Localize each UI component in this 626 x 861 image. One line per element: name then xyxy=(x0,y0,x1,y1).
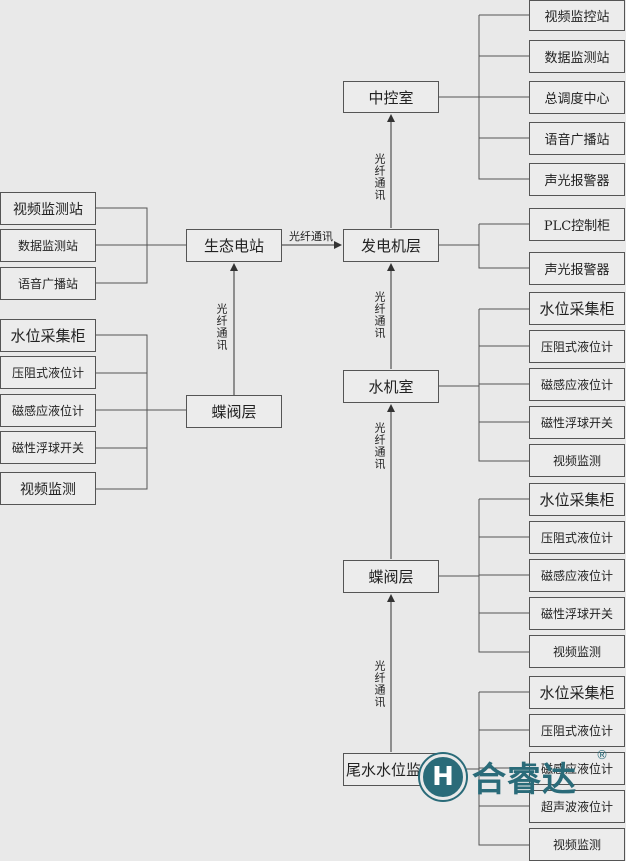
tailwater-item-video: 视频监测 xyxy=(529,828,625,861)
left-valve-item-water-cabinet: 水位采集柜 xyxy=(0,319,96,352)
logo-mark-icon: H xyxy=(420,753,466,800)
left-eco-item-broadcast: 语音广播站 xyxy=(0,267,96,300)
hub-left-butterfly-valve: 蝶阀层 xyxy=(186,395,282,428)
tailwater-item-ultrasonic: 超声波液位计 xyxy=(529,790,625,823)
left-valve-item-piezo: 压阻式液位计 xyxy=(0,356,96,389)
control-item-broadcast: 语音广播站 xyxy=(529,122,625,155)
tailwater-item-piezo: 压阻式液位计 xyxy=(529,714,625,747)
link-label-valve-to-eco: 光纤通讯 xyxy=(215,303,228,351)
turbine-item-piezo: 压阻式液位计 xyxy=(529,330,625,363)
valve-item-video: 视频监测 xyxy=(529,635,625,668)
left-eco-item-data: 数据监测站 xyxy=(0,229,96,262)
link-label-generator-to-control: 光纤通讯 xyxy=(373,153,386,201)
turbine-item-magnetic: 磁感应液位计 xyxy=(529,368,625,401)
control-item-data: 数据监测站 xyxy=(529,40,625,73)
valve-item-float: 磁性浮球开关 xyxy=(529,597,625,630)
left-valve-item-float: 磁性浮球开关 xyxy=(0,431,96,464)
turbine-item-water-cabinet: 水位采集柜 xyxy=(529,292,625,325)
link-label-turbine-to-generator: 光纤通讯 xyxy=(373,291,386,339)
hub-generator-floor: 发电机层 xyxy=(343,229,439,262)
hub-control-room: 中控室 xyxy=(343,81,439,113)
left-valve-item-magnetic: 磁感应液位计 xyxy=(0,394,96,427)
generator-item-alarm: 声光报警器 xyxy=(529,252,625,285)
turbine-item-video: 视频监测 xyxy=(529,444,625,477)
left-eco-item-video: 视频监测站 xyxy=(0,192,96,225)
turbine-item-float: 磁性浮球开关 xyxy=(529,406,625,439)
link-label-tailwater-to-valve: 光纤通讯 xyxy=(373,660,386,708)
registered-mark: ® xyxy=(596,748,608,762)
tailwater-item-water-cabinet: 水位采集柜 xyxy=(529,676,625,709)
valve-item-magnetic: 磁感应液位计 xyxy=(529,559,625,592)
control-item-video: 视频监控站 xyxy=(529,0,625,31)
valve-item-water-cabinet: 水位采集柜 xyxy=(529,483,625,516)
company-logo: H 合睿达 ® xyxy=(420,748,608,801)
hub-right-butterfly-valve: 蝶阀层 xyxy=(343,560,439,593)
hub-turbine-room: 水机室 xyxy=(343,370,439,403)
hub-eco-station: 生态电站 xyxy=(186,229,282,262)
valve-item-piezo: 压阻式液位计 xyxy=(529,521,625,554)
control-item-alarm: 声光报警器 xyxy=(529,163,625,196)
generator-item-plc: PLC控制柜 xyxy=(529,208,625,241)
left-valve-item-video: 视频监测 xyxy=(0,472,96,505)
tailwater-item-magnetic: 磁感应液位计 xyxy=(529,752,625,785)
link-label-eco-to-generator: 光纤通讯 xyxy=(289,230,333,243)
control-item-dispatch: 总调度中心 xyxy=(529,81,625,114)
logo-text: 合睿达 xyxy=(472,760,577,800)
link-label-valve-to-turbine: 光纤通讯 xyxy=(373,422,386,470)
